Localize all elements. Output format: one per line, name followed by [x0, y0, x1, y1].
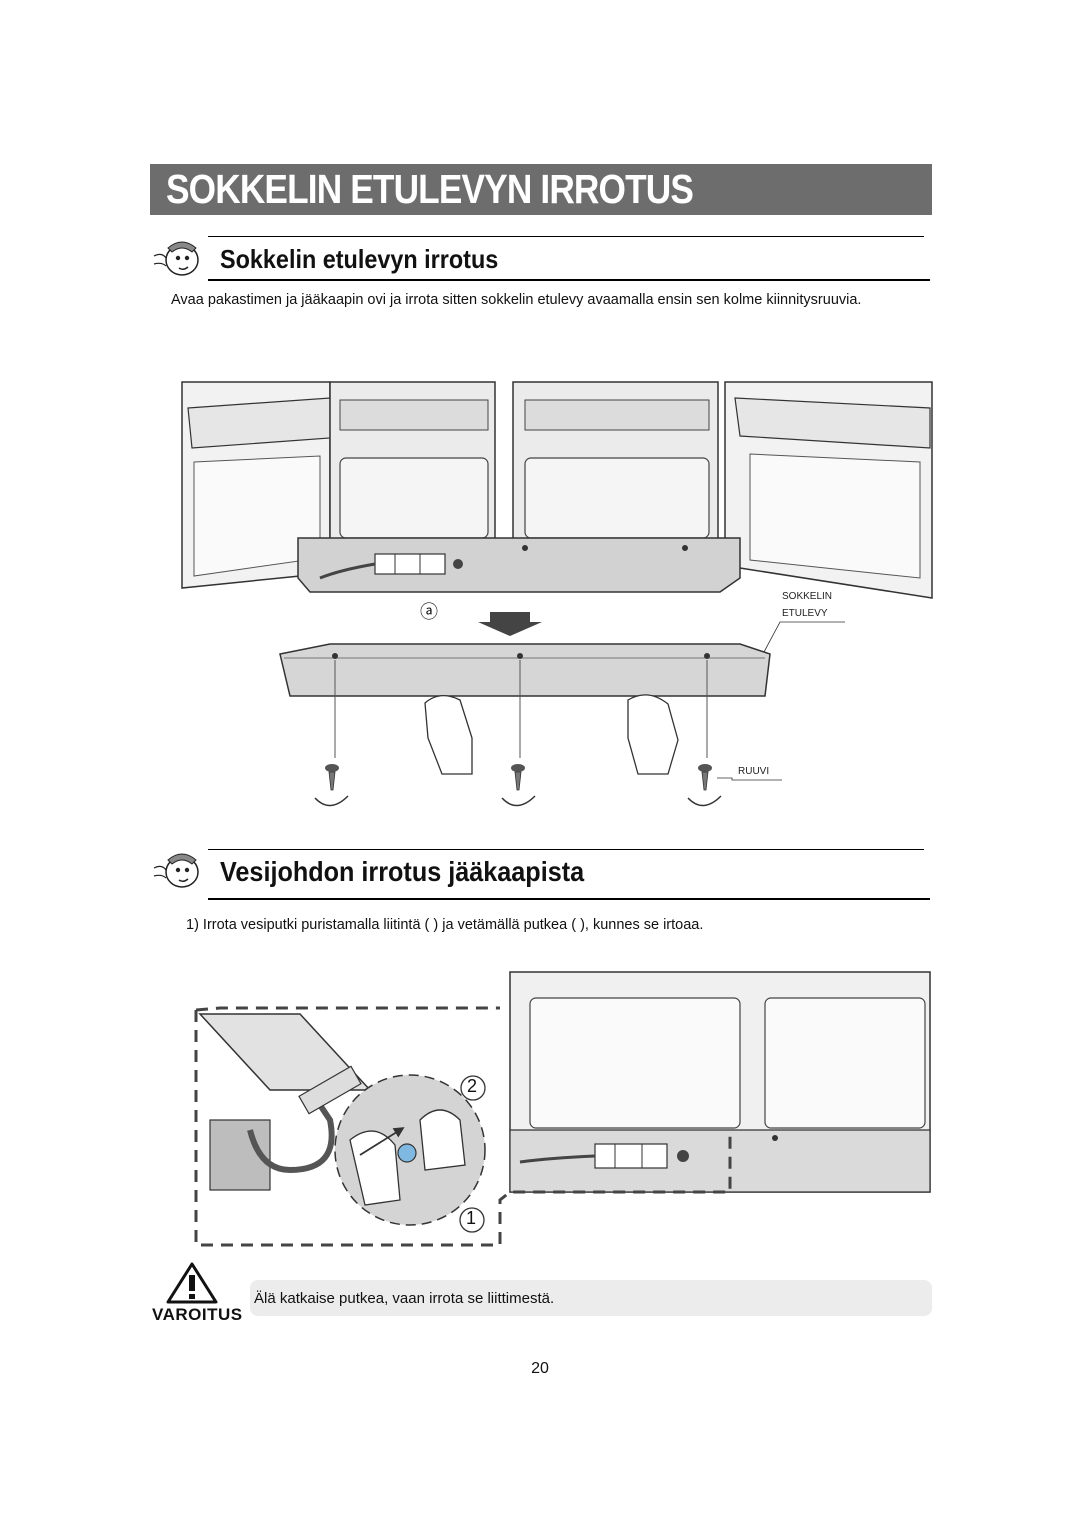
fridge-compartment	[512, 381, 719, 558]
page-title-banner: SOKKELIN ETULEVYN IRROTUS	[150, 164, 932, 215]
section-divider	[208, 849, 924, 850]
screw-icon	[314, 764, 349, 807]
page-number: 20	[531, 1360, 549, 1377]
warning-box	[250, 1280, 932, 1316]
water-line-illustration	[194, 971, 931, 1247]
freezer-compartment	[329, 381, 496, 558]
down-arrow-icon	[478, 612, 542, 636]
page-title: SOKKELIN ETULEVYN IRROTUS	[166, 166, 694, 212]
warning-label: VAROITUS	[152, 1305, 243, 1324]
left-hand	[424, 695, 473, 775]
section-underline	[208, 279, 930, 281]
screw-icon	[501, 764, 536, 807]
plinth-removal-illustration	[181, 381, 933, 807]
step-marker-2: 2	[467, 1076, 478, 1096]
section-heading-plinth: Sokkelin etulevyn irrotus	[220, 244, 499, 274]
plinth-cover	[279, 643, 771, 697]
label-plinth-cover-line2: ETULEVY	[782, 608, 828, 619]
section-heading-water-line: Vesijohdon irrotus jääkaapista	[220, 856, 585, 887]
mascot-icon	[153, 853, 199, 888]
fridge-interior	[509, 971, 931, 1193]
section-divider	[208, 236, 924, 237]
marker-a: ⓐ	[420, 602, 438, 622]
step-1-text: 1) Irrota vesiputki puristamalla liitint…	[186, 917, 704, 933]
label-plinth-cover-line1: SOKKELIN	[782, 591, 833, 602]
warning-triangle-icon	[166, 1262, 218, 1304]
mascot-icon	[153, 241, 199, 276]
fridge-base	[297, 537, 741, 593]
section-underline	[208, 898, 930, 900]
right-door	[724, 381, 933, 599]
instruction-text: Avaa pakastimen ja jääkaapin ovi ja irro…	[171, 292, 862, 308]
zoom-detail	[198, 1013, 372, 1191]
screw-icon	[687, 764, 722, 807]
step-marker-1: 1	[466, 1208, 477, 1228]
right-hand	[627, 694, 679, 775]
hand	[419, 1109, 466, 1171]
label-screw: RUUVI	[738, 766, 770, 777]
warning-text: Älä katkaise putkea, vaan irrota se liit…	[254, 1290, 555, 1307]
collet-icon	[397, 1143, 417, 1163]
hand	[349, 1130, 401, 1206]
